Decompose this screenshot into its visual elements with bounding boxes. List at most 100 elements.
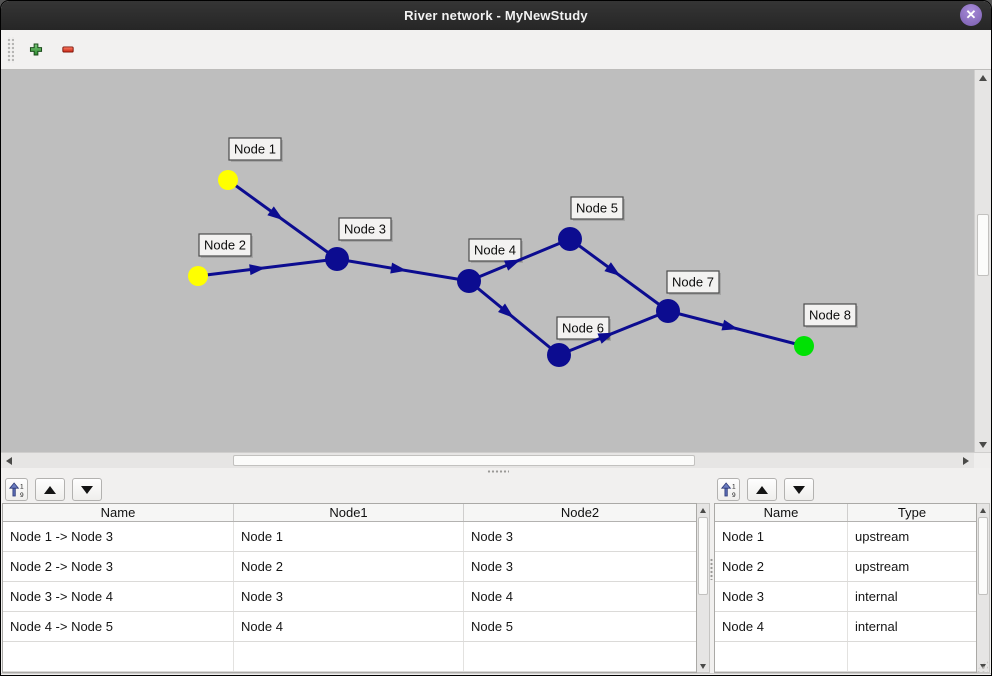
nodes-table-header[interactable]: Name Type bbox=[715, 504, 976, 522]
status-bar bbox=[1, 659, 991, 675]
edge-line[interactable] bbox=[197, 257, 338, 278]
scroll-down-button[interactable] bbox=[697, 660, 709, 672]
scroll-down-button[interactable] bbox=[975, 437, 991, 452]
table-cell: Node 3 -> Node 4 bbox=[3, 582, 234, 611]
table-vscroll-trough[interactable] bbox=[977, 516, 989, 660]
column-header[interactable]: Name bbox=[3, 504, 234, 521]
scroll-up-button[interactable] bbox=[697, 504, 709, 516]
canvas-horizontal-scrollbar[interactable] bbox=[1, 452, 991, 468]
table-vscroll-trough[interactable] bbox=[697, 516, 709, 660]
hscroll-thumb[interactable] bbox=[233, 455, 695, 466]
svg-text:Node 5: Node 5 bbox=[576, 201, 618, 216]
table-cell bbox=[464, 642, 696, 671]
nodes-table-scrollbar[interactable] bbox=[977, 503, 990, 673]
scroll-left-button[interactable] bbox=[1, 453, 17, 468]
svg-text:Node 4: Node 4 bbox=[474, 243, 516, 258]
svg-text:Node 2: Node 2 bbox=[204, 238, 246, 253]
node-circle[interactable] bbox=[457, 269, 481, 293]
close-button[interactable]: ✕ bbox=[960, 4, 982, 26]
svg-text:Node 6: Node 6 bbox=[562, 321, 604, 336]
table-vscroll-thumb[interactable] bbox=[698, 517, 708, 595]
edge-arrow-icon bbox=[503, 259, 521, 271]
svg-text:9: 9 bbox=[732, 492, 736, 498]
node-circle[interactable] bbox=[794, 336, 814, 356]
sort-button[interactable]: 1 9 bbox=[5, 478, 28, 501]
node-label: Node 6 bbox=[556, 316, 611, 341]
canvas-vertical-scrollbar[interactable] bbox=[974, 70, 991, 452]
table-cell: Node 1 bbox=[715, 522, 848, 551]
node-circle[interactable] bbox=[188, 266, 208, 286]
move-down-button[interactable] bbox=[784, 478, 814, 501]
add-button[interactable] bbox=[23, 37, 49, 63]
svg-text:Node 8: Node 8 bbox=[809, 308, 851, 323]
scroll-right-button[interactable] bbox=[958, 453, 974, 468]
arrow-up-icon bbox=[700, 507, 706, 513]
node-label: Node 4 bbox=[468, 238, 523, 263]
edge-arrow-icon bbox=[249, 264, 266, 276]
column-header[interactable]: Type bbox=[897, 505, 927, 520]
hscroll-trough[interactable] bbox=[17, 453, 958, 468]
column-header[interactable]: Name bbox=[715, 504, 848, 521]
move-down-button[interactable] bbox=[72, 478, 102, 501]
sort-ascending-icon: 1 9 bbox=[8, 481, 24, 498]
edge-arrow-icon bbox=[597, 332, 615, 344]
vscroll-trough[interactable] bbox=[975, 85, 991, 437]
node-circle[interactable] bbox=[218, 170, 238, 190]
edge-arrow-icon bbox=[267, 206, 284, 221]
vertical-splitter[interactable] bbox=[710, 474, 714, 673]
node-circle[interactable] bbox=[656, 299, 680, 323]
vscroll-thumb[interactable] bbox=[977, 214, 989, 276]
arrow-right-icon bbox=[963, 456, 969, 465]
table-cell: Node 4 -> Node 5 bbox=[3, 612, 234, 641]
column-header[interactable]: Node2 bbox=[560, 505, 600, 520]
title-bar[interactable]: River network - MyNewStudy ✕ bbox=[1, 1, 991, 30]
remove-button[interactable] bbox=[55, 37, 81, 63]
edge-line[interactable] bbox=[468, 279, 560, 357]
table-cell bbox=[848, 642, 976, 671]
window-title: River network - MyNewStudy bbox=[404, 8, 588, 23]
table-row[interactable] bbox=[3, 642, 696, 672]
table-cell: Node 2 -> Node 3 bbox=[3, 552, 234, 581]
table-cell bbox=[3, 642, 234, 671]
table-cell: upstream bbox=[855, 559, 910, 574]
scroll-up-button[interactable] bbox=[975, 70, 991, 85]
node-circle[interactable] bbox=[558, 227, 582, 251]
move-up-button[interactable] bbox=[35, 478, 65, 501]
table-cell: Node 2 bbox=[234, 552, 464, 581]
node-circle[interactable] bbox=[547, 343, 571, 367]
column-header[interactable]: Node1 bbox=[234, 504, 464, 521]
toolbar-drag-handle-icon[interactable] bbox=[7, 36, 14, 63]
horizontal-splitter[interactable] bbox=[1, 468, 991, 474]
table-vscroll-thumb[interactable] bbox=[978, 517, 988, 595]
edge-arrow-icon bbox=[604, 262, 621, 277]
edge-arrow-icon bbox=[390, 262, 407, 274]
sort-button[interactable]: 1 9 bbox=[717, 478, 740, 501]
reaches-toolbar: 1 9 bbox=[2, 474, 710, 503]
move-up-button[interactable] bbox=[747, 478, 777, 501]
reaches-table-scrollbar[interactable] bbox=[697, 503, 710, 673]
node-circle[interactable] bbox=[325, 247, 349, 271]
scroll-up-button[interactable] bbox=[977, 504, 989, 516]
table-row[interactable] bbox=[715, 642, 976, 672]
nodes-toolbar: 1 9 bbox=[714, 474, 990, 503]
table-cell bbox=[234, 642, 464, 671]
